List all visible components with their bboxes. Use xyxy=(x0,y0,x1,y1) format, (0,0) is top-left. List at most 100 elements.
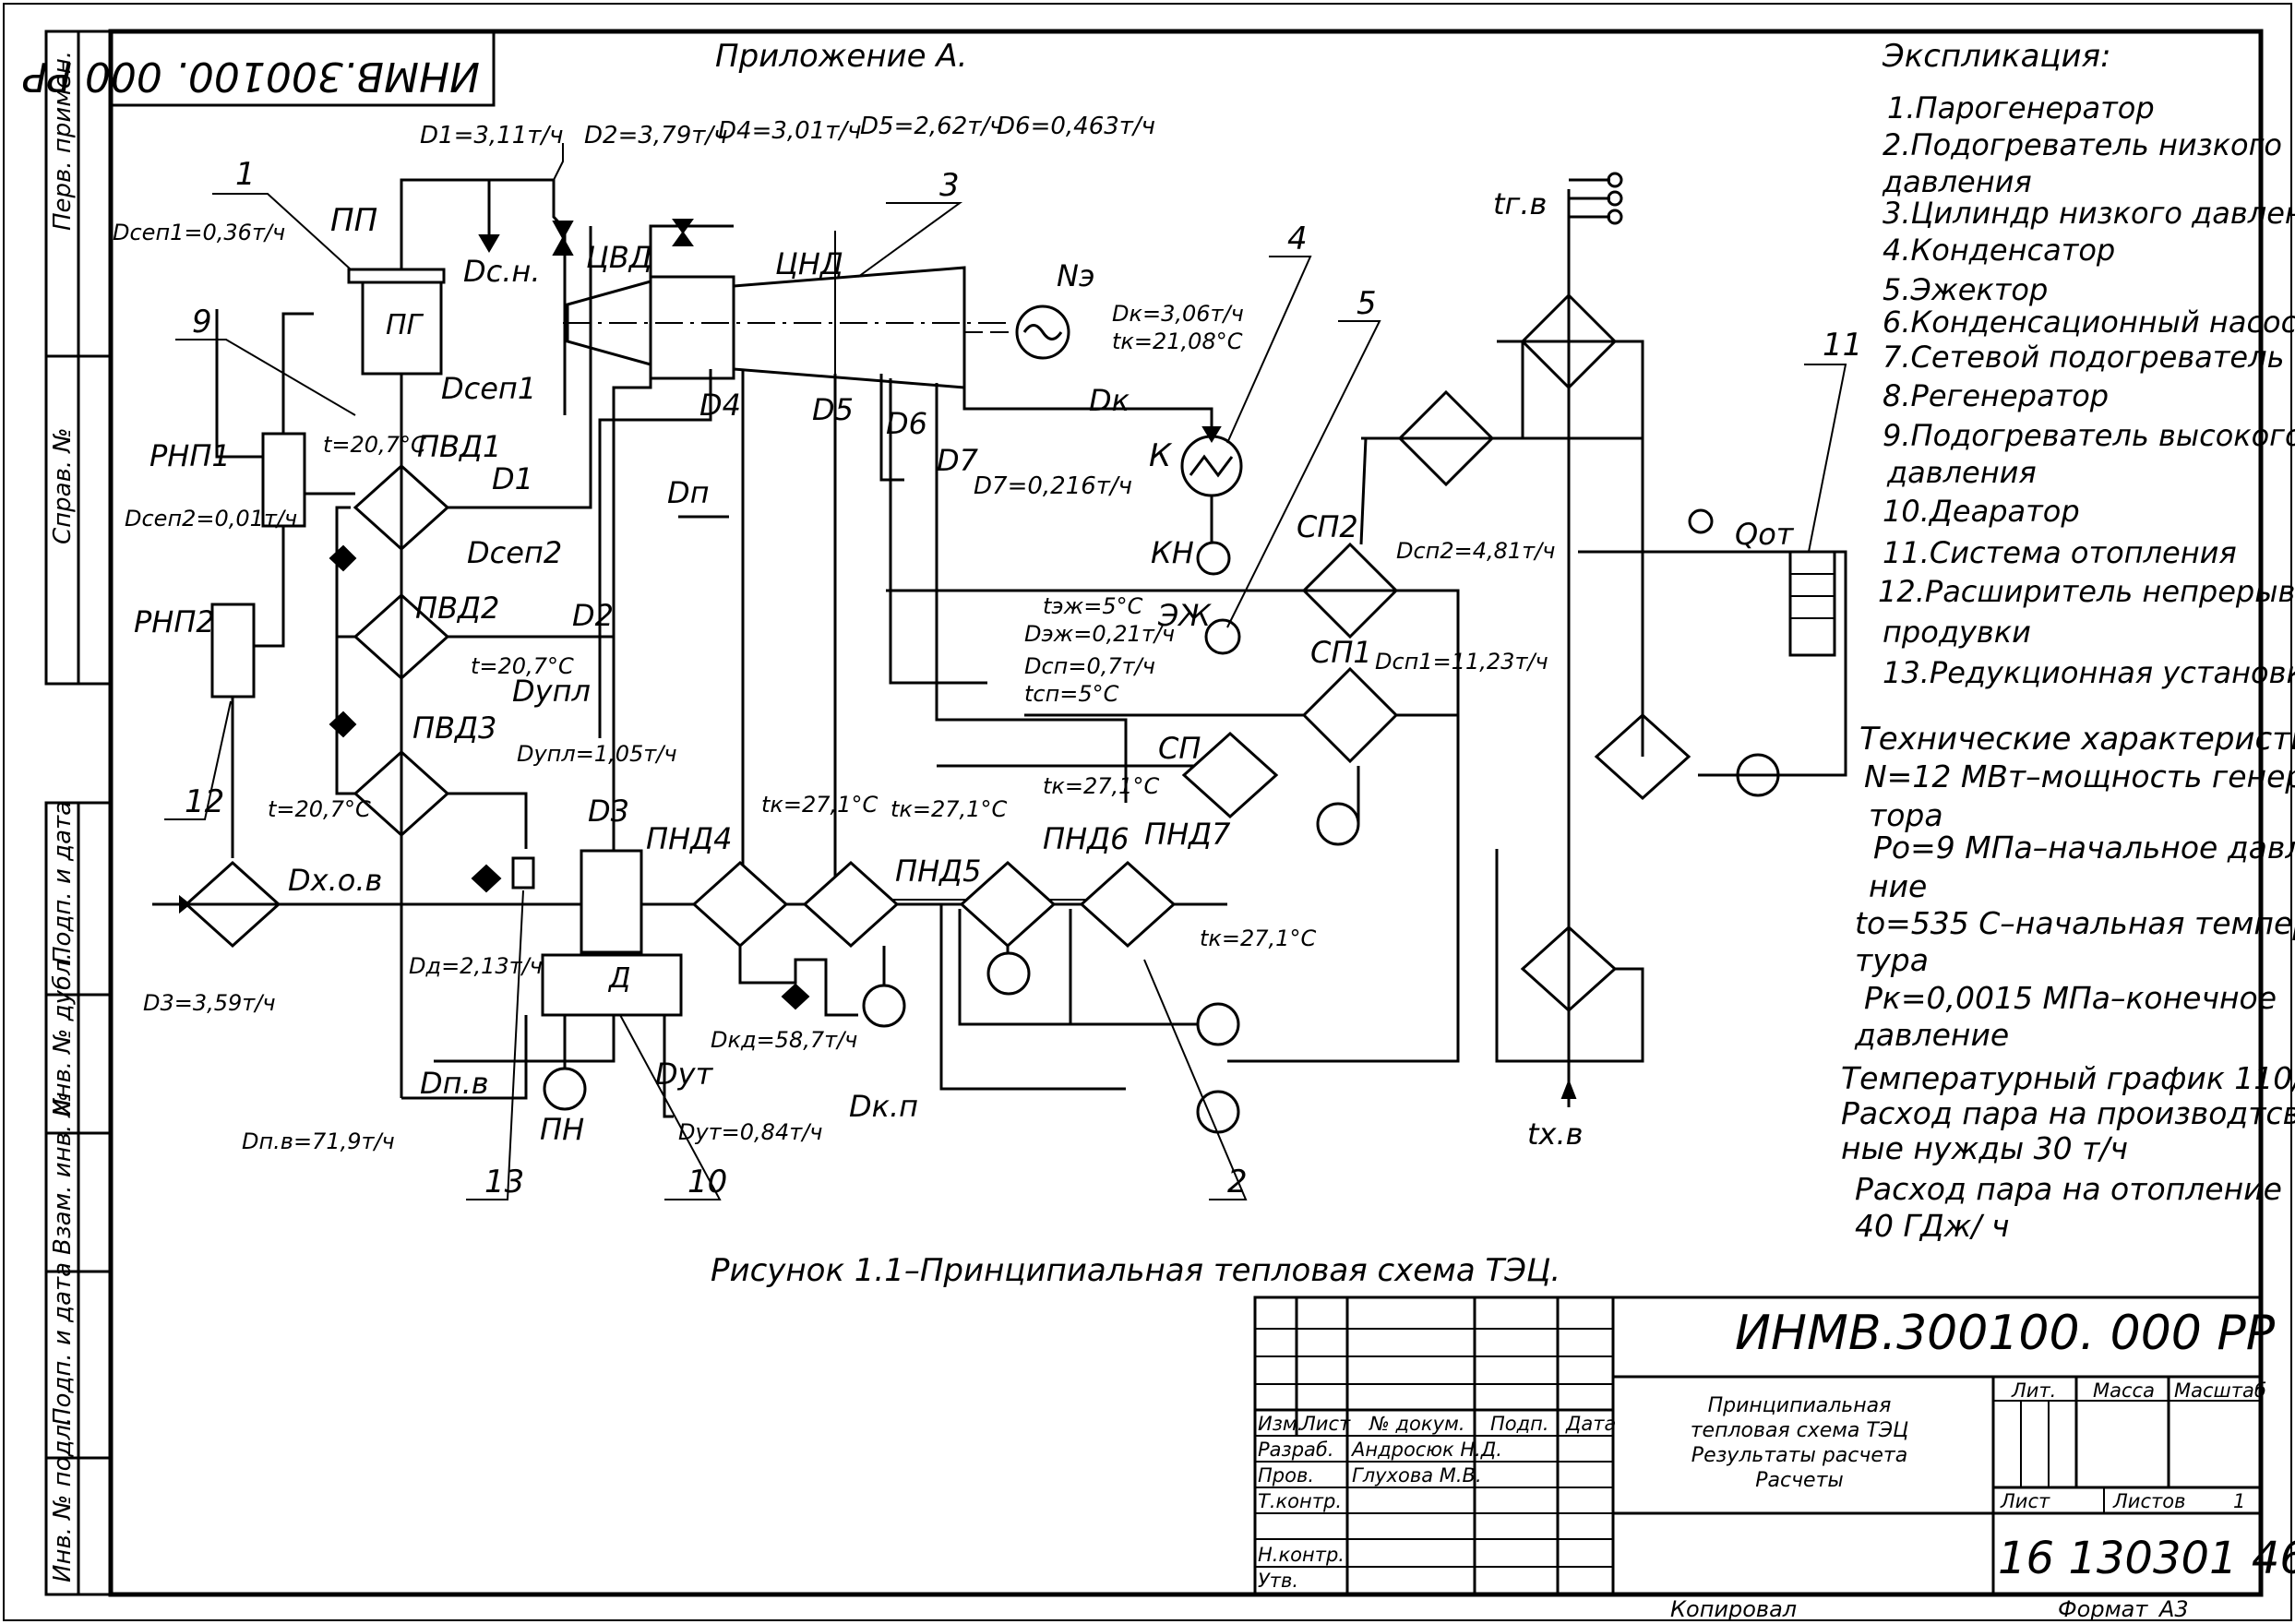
label-dsn: Dс.н. xyxy=(463,254,541,289)
lp-heater-pnd7 xyxy=(1079,860,1177,949)
deaerator-tank xyxy=(541,953,683,1017)
explication-item: 5.Эжектор xyxy=(1883,272,2048,307)
label-dut: Dут xyxy=(655,1057,714,1092)
flow-tk: tк=21,08°С xyxy=(1112,328,1243,354)
flow-d4: D4=3,01т/ч xyxy=(718,117,862,145)
label-d2: D2 xyxy=(572,598,614,633)
label-pnd7: ПНД7 xyxy=(1144,817,1231,852)
callout-9: 9 xyxy=(192,304,212,340)
tech-line: Температурный график 110/70 xyxy=(1841,1060,2295,1096)
label-sp2: СП2 xyxy=(1297,509,1358,544)
regenerator-sp xyxy=(1181,731,1279,819)
flow-dupl: Dупл=1,05т/ч xyxy=(517,741,677,767)
flow-tk271-c: tк=27,1°С xyxy=(1043,773,1159,799)
flow-d5: D5=2,62т/ч xyxy=(860,113,1004,140)
strip-label: Инв. № подл. xyxy=(49,1417,77,1582)
stamp-person: Глухова М.В. xyxy=(1352,1464,1482,1487)
strip-label: Взам. инв. № xyxy=(49,1092,77,1255)
label-dkp: Dк.п xyxy=(849,1089,918,1124)
strip-label: Подп. и дата xyxy=(49,801,77,964)
flow-dsep1: Dсеп1=0,36т/ч xyxy=(113,220,285,245)
label-sp1: СП1 xyxy=(1310,635,1372,670)
explication-item: 3.Цилиндр низкого давления xyxy=(1883,196,2295,231)
flow-d6: D6=0,463т/ч xyxy=(997,113,1155,140)
thermal-scheme: ПП ПГ Dс.н. ЦВД ЦНД Nэ К Dк КН ЭЖ xyxy=(113,113,1862,1200)
left-side-strip: Перв. примен. Справ. № Подп. и дата Инв.… xyxy=(44,30,113,1596)
tech-line: ные нужды 30 т/ч xyxy=(1841,1130,2128,1166)
outer-border xyxy=(3,3,2292,1621)
feed-pump xyxy=(543,1067,587,1111)
label-pnd4: ПНД4 xyxy=(646,821,732,856)
callout-10: 10 xyxy=(687,1164,727,1200)
heating-radiator xyxy=(1788,550,1836,657)
flow-dpv: Dп.в=71,9т/ч xyxy=(242,1128,395,1154)
label-d6: D6 xyxy=(886,406,927,441)
label-d7: D7 xyxy=(937,443,979,478)
label-cnd: ЦНД xyxy=(775,246,843,281)
callout-5: 5 xyxy=(1357,285,1377,322)
flow-dk: Dк=3,06т/ч xyxy=(1112,301,1244,327)
explication-item: продувки xyxy=(1883,615,2031,650)
label-dk: Dк xyxy=(1089,383,1130,418)
stamp-header: Подп. xyxy=(1490,1413,1549,1435)
label-qot: Qот xyxy=(1735,517,1795,552)
explication-item: 6.Конденсационный насос xyxy=(1883,304,2295,340)
tech-line: 40 ГДж/ ч xyxy=(1855,1208,2009,1244)
tech-line: tо=535 С–начальная темпера- xyxy=(1855,905,2295,941)
label-ne: Nэ xyxy=(1057,258,1095,293)
stamp-sheets-value: 1 xyxy=(2233,1490,2245,1512)
stamp-mass-label: Масса xyxy=(2093,1379,2155,1402)
tech-line: N=12 МВт–мощность генера- xyxy=(1864,758,2295,794)
tech-title: Технические характеристики: xyxy=(1859,721,2295,758)
flow-dut: Dут=0,84т/ч xyxy=(678,1119,822,1145)
flow-tk271-b: tк=27,1°С xyxy=(891,796,1007,822)
flow-tej: tэж=5°С xyxy=(1043,593,1143,619)
explication-item: 8.Регенератор xyxy=(1883,378,2109,413)
flow-dkd: Dкд=58,7т/ч xyxy=(711,1027,857,1053)
flow-dsp: Dсп=0,7т/ч xyxy=(1024,653,1155,679)
tech-line: тора xyxy=(1869,797,1943,833)
strip-label: Справ. № xyxy=(49,428,77,544)
tech-line: Расход пара на производтсвен- xyxy=(1841,1095,2295,1131)
lp-heater-pnd5 xyxy=(802,860,900,949)
callout-1: 1 xyxy=(235,156,256,193)
stamp-title-line: Результаты расчета xyxy=(1691,1444,1907,1467)
reducer-valve xyxy=(511,856,535,890)
appendix-label: Приложение А. xyxy=(715,38,967,75)
lp-heater-pnd4 xyxy=(691,860,789,949)
flow-t207-c: t=20,7°С xyxy=(268,796,371,822)
stamp-role: Н.контр. xyxy=(1258,1544,1345,1566)
label-pp: ПП xyxy=(330,202,377,239)
lp-cylinder xyxy=(732,266,966,389)
hp-valve xyxy=(552,221,574,256)
rotated-doc-code: ИНМВ.300100. 000 PP xyxy=(22,53,480,100)
superheater-drum xyxy=(347,268,446,284)
explication-item: давления xyxy=(1886,455,2037,490)
label-d3: D3 xyxy=(588,794,629,829)
label-d1: D1 xyxy=(492,461,533,496)
stamp-role: Пров. xyxy=(1258,1464,1314,1487)
expander-rnp2 xyxy=(210,603,256,699)
deaerator-column xyxy=(580,849,643,954)
label-sp: СП xyxy=(1158,731,1201,766)
label-d5: D5 xyxy=(812,392,854,427)
network-heater-sp1 xyxy=(1301,666,1399,764)
stamp-title-line: Принципиальная xyxy=(1708,1394,1892,1417)
explication-item: 12.Расширитель непрерывной xyxy=(1878,574,2295,609)
stamp-role: Т.контр. xyxy=(1258,1490,1342,1512)
figure-caption: Рисунок 1.1–Принципиальная тепловая схем… xyxy=(711,1252,1560,1289)
flow-d7: D7=0,216т/ч xyxy=(974,472,1132,500)
stamp-person: Андросюк Н.Д. xyxy=(1350,1439,1502,1461)
strip-label: Перв. примен. xyxy=(49,51,77,231)
label-pvd1: ПВД1 xyxy=(417,429,501,464)
flow-t207-a: t=20,7°С xyxy=(323,432,426,458)
label-d4: D4 xyxy=(699,388,741,423)
label-pvd3: ПВД3 xyxy=(412,710,496,746)
format-label: Формат xyxy=(2058,1596,2148,1622)
flow-dsep2: Dсеп2=0,01т/ч xyxy=(125,506,297,531)
label-dpv: Dп.в xyxy=(420,1066,489,1101)
title-block: ИНМВ.300100. 000 PP Принципиальная тепло… xyxy=(1253,1296,2295,1596)
label-kn: КН xyxy=(1151,535,1194,570)
rotated-doc-code-box: ИНМВ.300100. 000 PP xyxy=(22,30,496,107)
label-ej: ЭЖ xyxy=(1157,598,1212,633)
